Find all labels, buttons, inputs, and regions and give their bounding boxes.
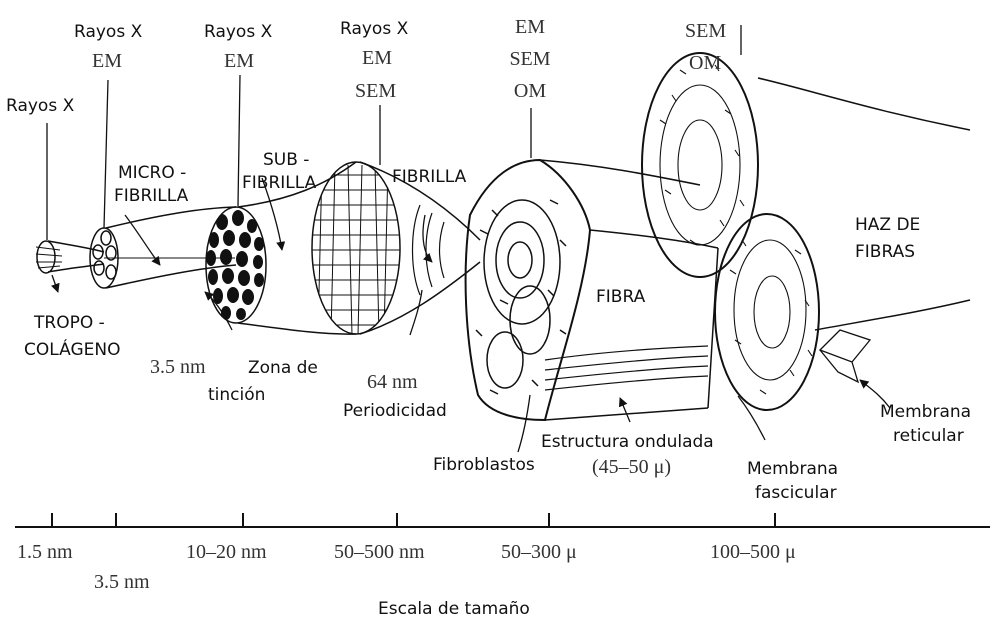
leader-lines [47, 25, 890, 452]
scale-tick-label: 1.5 nm [17, 541, 73, 563]
scale-tick-label: 10–20 nm [186, 541, 267, 563]
annotation-periodicity: Periodicidad [343, 401, 447, 421]
label-subfibril-2: FIBRILLA [242, 173, 316, 193]
annotation-64nm: 64 nm [367, 371, 418, 393]
method-label-fiber-om: OM [500, 80, 560, 102]
scale-tick-label: 100–500 μ [710, 541, 796, 563]
method-label-micro-em: EM [92, 50, 122, 72]
method-label-sub-em: EM [224, 50, 254, 72]
annotation-fibroblasts: Fibroblastos [433, 455, 535, 475]
annotation-wavy-size: (45–50 μ) [592, 456, 671, 478]
method-label-bundle-sem: SEM [685, 20, 726, 42]
size-scale-axis [15, 513, 990, 527]
fiber-illustration [466, 160, 718, 420]
scale-tick-label: 3.5 nm [94, 571, 150, 593]
method-label-tropo: Rayos X [6, 96, 74, 116]
method-label-fiber-sem: SEM [500, 48, 560, 70]
fibril-illustration [312, 162, 480, 335]
scale-tick-label: 50–300 μ [501, 541, 577, 563]
label-bundle-1: HAZ DE [855, 215, 920, 235]
method-label-fibril-sem: SEM [355, 80, 396, 102]
label-fibril: FIBRILLA [392, 167, 466, 187]
annotation-wavy-structure: Estructura ondulada [541, 432, 714, 452]
annotation-reticular-2: reticular [893, 426, 964, 446]
label-fiber: FIBRA [596, 287, 645, 307]
label-microfibril-2: FIBRILLA [114, 186, 188, 206]
annotation-reticular-1: Membrana [880, 402, 971, 422]
method-label-sub-xray: Rayos X [204, 22, 272, 42]
annotation-staining-2: tinción [208, 385, 265, 405]
annotation-3-5nm: 3.5 nm [150, 356, 206, 378]
method-label-micro-xray: Rayos X [74, 22, 142, 42]
method-label-fibril-em: EM [362, 47, 392, 69]
label-tropocollagen-1: TROPO - [34, 313, 105, 333]
label-bundle-2: FIBRAS [855, 242, 915, 262]
label-subfibril-1: SUB - [263, 150, 309, 170]
annotation-staining-1: Zona de [248, 358, 318, 378]
method-label-fibril-xray: Rayos X [340, 19, 408, 39]
scale-tick-label: 50–500 nm [334, 541, 425, 563]
method-label-fiber-em: EM [500, 16, 560, 38]
annotation-fascicular-1: Membrana [747, 459, 838, 479]
scale-title: Escala de tamaño [378, 599, 530, 619]
label-tropocollagen-2: COLÁGENO [24, 340, 120, 360]
annotation-fascicular-2: fascicular [755, 483, 837, 503]
label-microfibril-1: MICRO - [118, 163, 186, 183]
method-label-bundle-om: OM [689, 52, 721, 74]
